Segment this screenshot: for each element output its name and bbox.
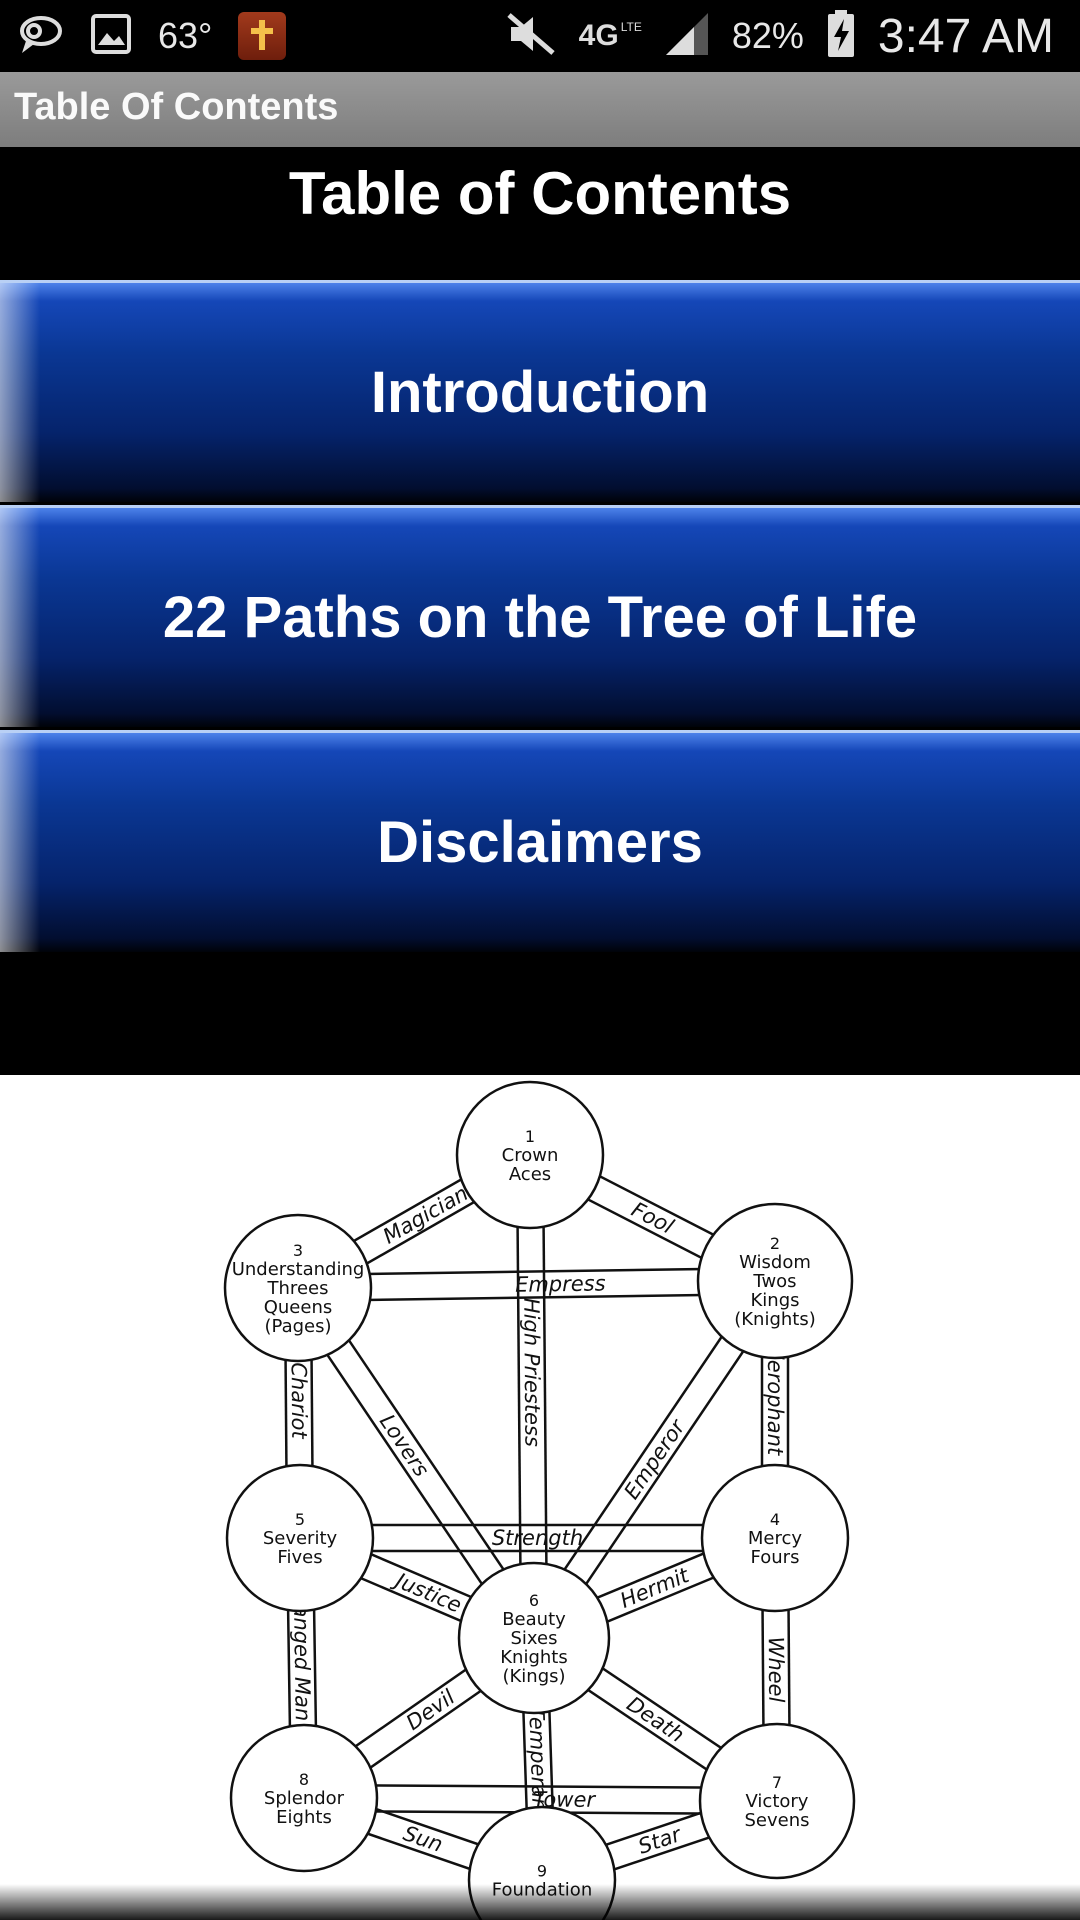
path-label-magician: Magician [379, 1181, 472, 1248]
path-label-justice: Justice [389, 1567, 466, 1618]
sephira-text: Threes [267, 1278, 329, 1299]
sephira-text: Twos [752, 1271, 796, 1292]
sephira-circle [457, 1561, 611, 1715]
sephira-text: Queens [264, 1297, 333, 1318]
path-empress [297, 1266, 776, 1303]
path-label-empress: Empress [515, 1271, 606, 1296]
sephira-text: Victory [746, 1791, 809, 1812]
sephira-text: (Kings) [502, 1666, 565, 1687]
sephira-text: Beauty [502, 1609, 566, 1630]
battery-percent: 82% [731, 15, 804, 56]
sephira-text: Aces [509, 1164, 551, 1185]
introduction-button-label: Introduction [370, 360, 710, 425]
path-strength [300, 1523, 775, 1553]
temperature-text: 63° [158, 15, 213, 56]
path-label-devil: Devil [402, 1685, 460, 1735]
sephira-text: 9 [537, 1862, 547, 1881]
sephira-text: Eights [276, 1807, 332, 1828]
sephira-circle [455, 1080, 605, 1230]
22-paths-button-label: 22 Paths on the Tree of Life [162, 585, 918, 650]
path-label-chariot: Chariot [287, 1362, 312, 1439]
bottom-shadow [0, 1884, 1080, 1920]
22-paths-button[interactable]: 22 Paths on the Tree of Life [0, 505, 1080, 727]
disclaimers-button[interactable]: Disclaimers [0, 730, 1080, 952]
path-label-wheel: Wheel [764, 1637, 789, 1703]
introduction-button[interactable]: Introduction [0, 280, 1080, 502]
sephira-text: Sixes [511, 1628, 558, 1649]
4g-lte-icon: 4G LTE [579, 21, 642, 51]
sephira-text: Understanding [232, 1259, 365, 1280]
path-label-high-priestess: High Priestess [519, 1298, 544, 1447]
sephira-circle [223, 1213, 373, 1363]
sephira-text: Mercy [748, 1528, 803, 1549]
sephira-text: 4 [770, 1510, 780, 1529]
status-bar: 63° 4G LTE 82% 3:47 AM [0, 0, 1080, 72]
sephira-text: Knights [500, 1647, 567, 1668]
sephira-text: (Knights) [734, 1309, 816, 1330]
gallery-icon [90, 13, 132, 60]
sephira-circle [225, 1463, 375, 1613]
path-high-priestess [515, 1154, 549, 1639]
sephira-text: Wisdom [739, 1252, 811, 1273]
page-title: Table of Contents [288, 160, 792, 227]
sephira-text: Splendor [264, 1788, 345, 1809]
signal-icon [664, 11, 710, 62]
sephira-text: 7 [772, 1773, 782, 1792]
sephira-circle [700, 1463, 850, 1613]
clock-time: 3:47 AM [877, 9, 1054, 63]
chat-icon [18, 11, 64, 62]
sephira-text: (Pages) [265, 1316, 332, 1337]
disclaimers-button-label: Disclaimers [377, 810, 703, 875]
sephira-text: 8 [299, 1770, 309, 1789]
path-label-hermit: Hermit [617, 1563, 693, 1613]
path-label-emperor: Emperor [619, 1414, 690, 1503]
sephira-text: 5 [295, 1510, 305, 1529]
path-label-strength: Strength [492, 1526, 583, 1550]
sephira-text: Kings [750, 1290, 799, 1311]
sephira-text: 2 [770, 1234, 780, 1253]
sephira-text: Fours [751, 1547, 800, 1568]
sephira-circle [696, 1202, 854, 1360]
sephira-text: Fives [277, 1547, 322, 1568]
sephira-text: 3 [293, 1241, 303, 1260]
network-type-text: 4G [578, 19, 619, 52]
sephira-circle [229, 1723, 379, 1873]
sephira-circle [698, 1722, 856, 1880]
sephira-text: 6 [529, 1591, 539, 1610]
sephira-text: 1 [525, 1127, 535, 1146]
battery-charging-icon [826, 9, 856, 64]
bible-app-icon [238, 12, 287, 60]
sephira-text: Sevens [744, 1810, 809, 1831]
action-bar-title: Table Of Contents [14, 86, 339, 128]
path-label-sun: Sun [400, 1821, 446, 1857]
sephira-text: Crown [502, 1145, 559, 1166]
mute-icon [505, 11, 557, 62]
action-bar: Table Of Contents [0, 72, 1080, 147]
network-sub-text: LTE [620, 20, 642, 34]
sephira-text: Severity [263, 1528, 338, 1549]
